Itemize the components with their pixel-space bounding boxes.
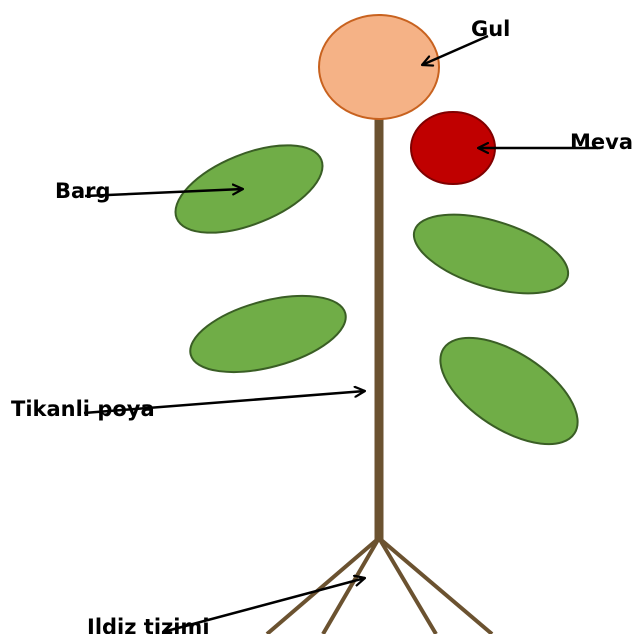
root-line xyxy=(379,538,492,634)
root-label: Ildiz tizimi xyxy=(87,615,210,634)
root-system xyxy=(267,538,492,634)
fruit-label: Meva xyxy=(570,130,633,154)
stem-label: Tikanli poya xyxy=(11,397,155,421)
leaf xyxy=(164,127,335,250)
flower xyxy=(319,15,439,119)
flower-label: Gul xyxy=(471,17,510,41)
leaf xyxy=(423,317,595,466)
root-line xyxy=(379,538,436,634)
leaf xyxy=(182,281,354,386)
root-line xyxy=(267,538,379,634)
leaf xyxy=(405,199,577,309)
arrows xyxy=(84,36,598,632)
leaf-label: Barg xyxy=(55,179,111,203)
stem xyxy=(375,102,384,540)
